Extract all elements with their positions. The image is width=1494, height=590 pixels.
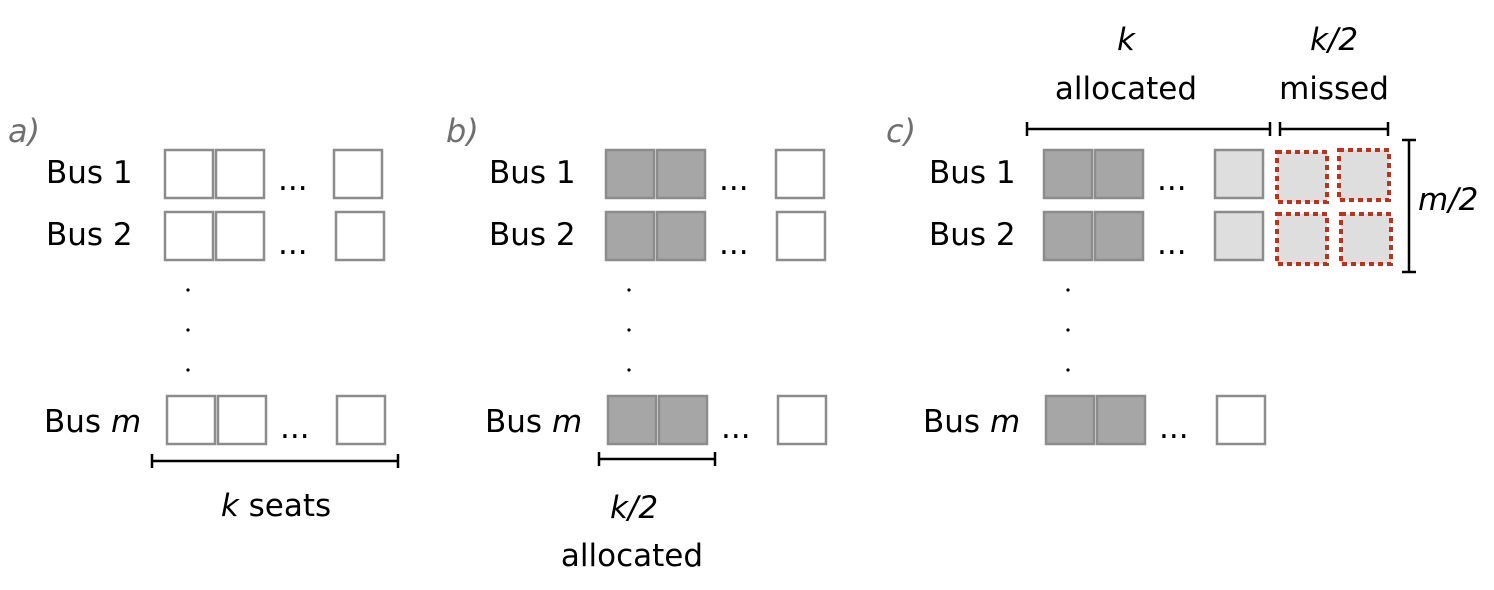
seat-allocated-light	[1213, 210, 1265, 262]
panel-b-row-bus-m: Bus m	[485, 404, 582, 440]
seat-allocated	[1042, 210, 1094, 262]
vertical-ellipsis-dot	[1066, 328, 1070, 332]
seat-missed	[1339, 212, 1393, 266]
seat	[214, 148, 266, 200]
panel-c-missed-text: missed	[1279, 71, 1389, 107]
panel-b-row-1-ellipsis: ...	[719, 162, 749, 198]
panel-c-side-fraction: m/2	[1418, 182, 1478, 218]
seat	[774, 148, 826, 200]
panel-a-row-bus-m-var: m	[111, 404, 141, 440]
panel-a-bracket-text: seats	[249, 488, 332, 524]
seat-allocated	[655, 210, 707, 262]
panel-b-bracket-fraction: k/2	[610, 490, 658, 526]
panel-c-row-bus-1: Bus 1	[929, 155, 1016, 191]
panel-a-row-bus-2: Bus 2	[46, 217, 133, 253]
seat	[334, 210, 386, 262]
panel-c-height-bracket	[1402, 138, 1416, 274]
vertical-ellipsis-dot	[186, 328, 190, 332]
vertical-ellipsis-dot	[627, 288, 631, 292]
panel-a-bracket-var: k	[221, 488, 240, 524]
seat-allocated	[606, 394, 658, 446]
panel-a-row-bus-m-word: Bus	[44, 404, 101, 440]
seat-allocated	[1095, 394, 1147, 446]
seat	[332, 148, 384, 200]
panel-a-row-m-ellipsis: ...	[280, 410, 310, 446]
vertical-ellipsis-dot	[627, 328, 631, 332]
seat-allocated	[1093, 148, 1145, 200]
panel-c-row-1-ellipsis: ...	[1157, 162, 1187, 198]
panel-b-bracket-text: allocated	[561, 538, 703, 574]
panel-b-row-bus-2: Bus 2	[489, 217, 576, 253]
seat	[163, 148, 215, 200]
panel-c-row-m-ellipsis: ...	[1159, 410, 1189, 446]
panel-c-row-bus-2: Bus 2	[929, 217, 1016, 253]
seat	[776, 394, 828, 446]
panel-c-allocated-text: allocated	[1055, 71, 1197, 107]
panel-a-row-2-ellipsis: ...	[278, 226, 308, 262]
panel-c-missed-bracket	[1278, 122, 1390, 136]
seat-allocated	[604, 210, 656, 262]
panel-a-bracket-label: k seats	[221, 488, 331, 524]
panel-c-row-bus-m: Bus m	[923, 404, 1020, 440]
seat-allocated	[604, 148, 656, 200]
seat-allocated	[1042, 148, 1094, 200]
vertical-ellipsis-dot	[1066, 368, 1070, 372]
seat-missed	[1275, 212, 1329, 266]
panel-a: a) Bus 1 Bus 2 Bus m ... ... ... k seats	[8, 112, 400, 524]
panel-c-row-2-ellipsis: ...	[1157, 226, 1187, 262]
vertical-ellipsis-dot	[186, 288, 190, 292]
seat	[163, 210, 215, 262]
panel-b: b) Bus 1 Bus 2 Bus m ... ... ... k/2 all…	[446, 112, 828, 574]
panel-a-row-1-ellipsis: ...	[278, 162, 308, 198]
panel-a-label: a)	[8, 112, 40, 150]
seat-allocated	[657, 394, 709, 446]
panel-b-label: b)	[446, 112, 479, 150]
vertical-ellipsis-dot	[186, 368, 190, 372]
seat	[214, 210, 266, 262]
seat-missed	[1337, 148, 1391, 202]
vertical-ellipsis-dot	[1066, 288, 1070, 292]
panel-b-row-m-ellipsis: ...	[721, 410, 751, 446]
panel-c-allocated-bracket	[1025, 122, 1272, 136]
panel-a-width-bracket	[150, 454, 400, 468]
vertical-ellipsis-dot	[627, 368, 631, 372]
panel-c-row-bus-m-var: m	[990, 404, 1020, 440]
panel-c-label: c)	[886, 112, 916, 150]
panel-b-row-bus-m-word: Bus	[485, 404, 542, 440]
panel-b-row-bus-1: Bus 1	[489, 155, 576, 191]
panel-a-row-bus-1: Bus 1	[46, 155, 133, 191]
seat	[335, 394, 387, 446]
seat-allocated	[1093, 210, 1145, 262]
panel-c-allocated-var: k	[1117, 22, 1136, 58]
seat-allocated-light	[1213, 148, 1265, 200]
seat-allocated	[1044, 394, 1096, 446]
seat-missed	[1275, 150, 1329, 204]
panel-b-row-2-ellipsis: ...	[719, 226, 749, 262]
seat	[1215, 394, 1267, 446]
panel-b-row-bus-m-var: m	[552, 404, 582, 440]
panel-b-width-bracket	[597, 452, 717, 466]
seat	[165, 394, 217, 446]
panel-c: c) k allocated k/2 missed Bus 1 Bus 2 Bu…	[886, 22, 1478, 446]
seat	[216, 394, 268, 446]
panel-a-row-bus-m: Bus m	[44, 404, 141, 440]
seat	[775, 210, 827, 262]
panel-c-row-bus-m-word: Bus	[923, 404, 980, 440]
panel-c-missed-fraction: k/2	[1310, 22, 1358, 58]
seat-allocated	[655, 148, 707, 200]
